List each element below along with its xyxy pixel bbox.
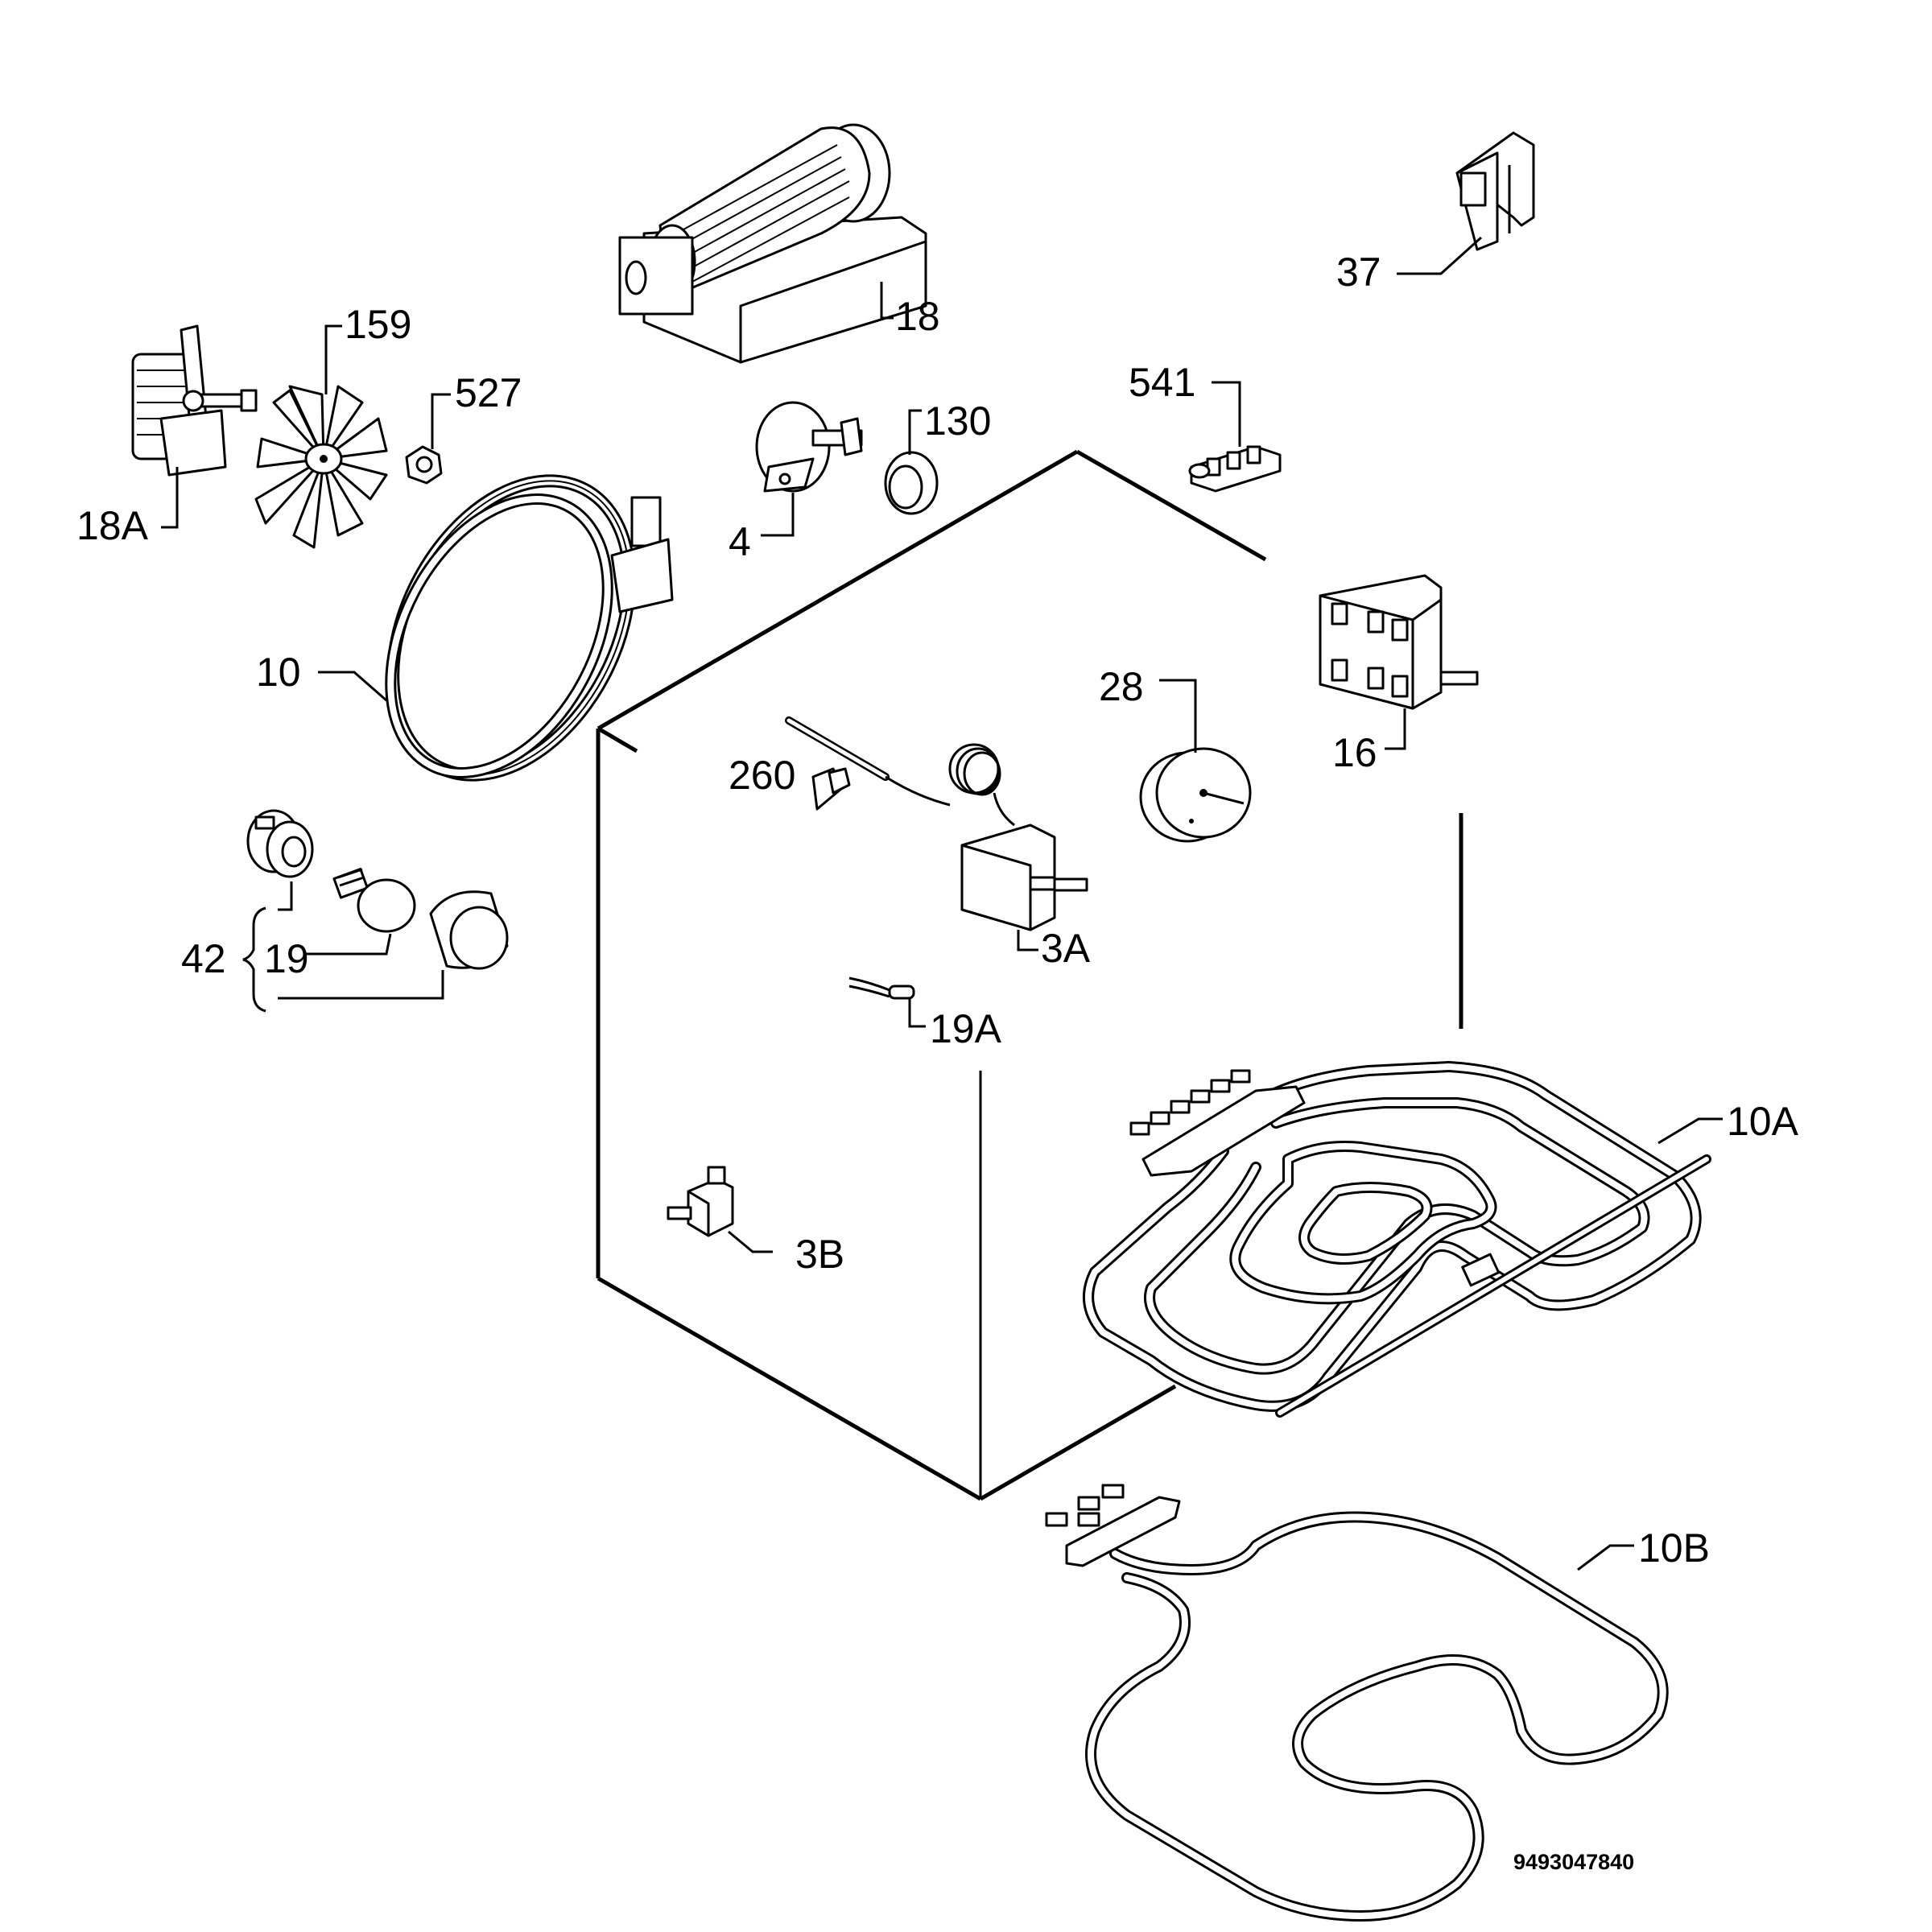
leader-18 (880, 282, 894, 320)
label-18a: 18A (76, 503, 149, 548)
lamp-cover (429, 890, 509, 970)
label-159: 159 (345, 302, 411, 347)
label-28: 28 (1099, 664, 1144, 709)
leader-4 (761, 493, 795, 537)
leader-19a (908, 998, 926, 1028)
lamp-bulb (332, 868, 416, 933)
label-19a: 19A (930, 1006, 1002, 1051)
leader-42-cover (278, 970, 444, 1000)
label-10: 10 (256, 650, 301, 695)
lamp-holder (246, 809, 314, 878)
label-18: 18 (895, 294, 940, 339)
safety-thermostat (667, 1166, 734, 1237)
label-3a: 3A (1041, 926, 1091, 971)
leader-10b (1577, 1544, 1634, 1571)
label-3b: 3B (795, 1232, 844, 1277)
sensor-wire (848, 976, 915, 1000)
label-130: 130 (924, 398, 991, 444)
leader-3b (728, 1230, 773, 1253)
label-10b: 10B (1638, 1525, 1710, 1571)
label-42: 42 (181, 936, 226, 981)
oven-cavity-outline (596, 449, 1463, 1501)
leader-10a (1657, 1117, 1723, 1145)
leader-19 (306, 933, 392, 956)
fan-blade (254, 385, 388, 549)
leader-10 (318, 671, 387, 702)
fan-motor (131, 324, 258, 477)
label-260: 260 (729, 753, 795, 798)
leader-130 (908, 409, 922, 455)
spit-motor (755, 401, 863, 493)
leader-37 (1397, 236, 1483, 275)
wire-clip (1455, 131, 1535, 251)
leader-541 (1212, 381, 1241, 447)
label-4: 4 (729, 519, 751, 564)
selector-switch (1319, 574, 1479, 710)
leader-28 (1159, 679, 1197, 753)
tangential-fan (618, 123, 927, 364)
bottom-heating-element (1045, 1484, 1669, 1922)
label-10a: 10A (1727, 1099, 1799, 1144)
label-527: 527 (455, 370, 522, 415)
leader-18a (161, 467, 179, 529)
leader-16 (1385, 708, 1406, 750)
leader-42-holder (278, 881, 293, 911)
leader-159 (324, 324, 342, 394)
label-16: 16 (1332, 730, 1377, 775)
label-37: 37 (1336, 250, 1381, 295)
circular-heating-element (385, 474, 674, 782)
label-541: 541 (1129, 360, 1195, 405)
capillary-clip (811, 767, 851, 811)
label-19: 19 (264, 936, 309, 981)
top-heating-element (1083, 1061, 1711, 1418)
fan-nut (405, 445, 443, 485)
thermostat (785, 716, 1088, 931)
terminal-block (1188, 445, 1282, 493)
drawing-code: 9493047840 (1513, 1850, 1634, 1874)
leader-527 (431, 393, 451, 449)
timer (1139, 747, 1252, 843)
leader-3a (1017, 930, 1038, 952)
bracket-42 (242, 906, 266, 1013)
bushing (884, 451, 939, 515)
